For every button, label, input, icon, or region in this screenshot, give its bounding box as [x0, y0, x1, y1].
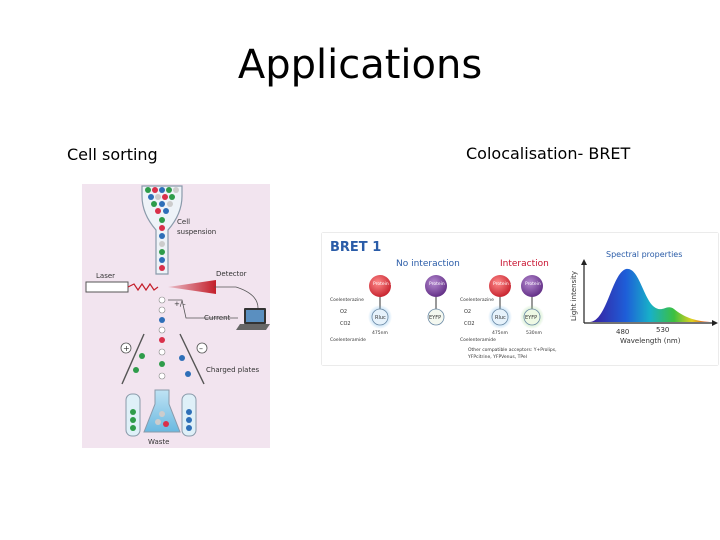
label-suspension: suspension — [177, 228, 216, 236]
label-plus: + — [123, 344, 130, 353]
label-peak-530: 530 — [656, 326, 669, 334]
collection-tube-right — [181, 393, 197, 437]
label-peak-480: 480 — [616, 328, 629, 336]
bret-title: BRET 1 — [330, 240, 381, 255]
label-rluc-interaction: Rluc — [495, 315, 506, 321]
suspended-cells — [145, 187, 179, 271]
label-spectral-properties: Spectral properties — [606, 250, 682, 259]
label-laser: Laser — [96, 272, 115, 280]
label-475nm-interaction: 475nm — [492, 330, 508, 336]
label-acceptors-note-1: Other compatible acceptors: Y+Prolips, — [468, 347, 557, 353]
label-co2: CO2 — [340, 321, 351, 327]
cell-sorting-figure: Cell suspension Laser Detector +/– Curre… — [85, 185, 270, 446]
label-coelenterazine-interaction: Coelenterazine — [460, 297, 494, 303]
label-acceptors-note-2: YFPcitrine, YFPVenus, TPel — [467, 354, 527, 360]
label-minus: – — [199, 344, 203, 353]
label-protein-x-interaction: Protein X — [493, 281, 513, 287]
detector-cable — [235, 286, 259, 309]
label-cell: Cell — [177, 218, 190, 226]
protein-x-ball-interaction — [489, 275, 511, 297]
label-rluc: Rluc — [375, 315, 386, 321]
waste-flask — [143, 389, 181, 433]
current-wire — [168, 299, 238, 319]
label-530nm-interaction: 530nm — [526, 330, 542, 336]
label-plus-minus: +/– — [174, 300, 186, 308]
protein-y-ball — [425, 275, 447, 297]
collection-tube-left — [125, 393, 141, 437]
no-interaction-group: Protein X Protein Y Rluc EYFP Coelentera… — [330, 275, 449, 343]
laser-beam — [127, 282, 159, 292]
rluc-ball — [371, 308, 389, 326]
eyfp-ball — [427, 308, 445, 326]
label-detector: Detector — [216, 270, 247, 278]
label-coelenteramide-interaction: Coelenteramide — [460, 337, 496, 343]
interaction-group: Protein X Protein Y Rluc EYFP Coelentera… — [460, 275, 557, 360]
droplet-stream — [158, 296, 166, 380]
label-charged-plates: Charged plates — [206, 366, 260, 374]
slide-title: Applications — [237, 42, 483, 88]
detector-beam — [168, 280, 216, 294]
label-wavelength-axis: Wavelength (nm) — [620, 337, 681, 345]
plate-negative — [179, 333, 205, 385]
label-interaction: Interaction — [500, 259, 549, 269]
protein-x-ball — [369, 275, 391, 297]
label-eyfp-interaction: EYFP — [525, 315, 537, 321]
rluc-ball-interaction — [491, 308, 509, 326]
label-protein-y-interaction: Protein Y — [525, 281, 545, 287]
label-protein-y: Protein Y — [429, 281, 449, 287]
label-o2-interaction: O2 — [464, 309, 471, 315]
cell-sorting-diagram: Cell suspension Laser Detector +/– Curre… — [82, 184, 270, 448]
label-coelenterazine: Coelenterazine — [330, 297, 364, 303]
spectral-plot: Spectral properties Light intensity 480 … — [570, 250, 718, 345]
label-protein-x: Protein X — [373, 281, 393, 287]
laptop-icon — [236, 308, 270, 330]
label-co2-interaction: CO2 — [464, 321, 475, 327]
label-no-interaction: No interaction — [396, 259, 460, 269]
bret-diagram: BRET 1 No interaction Interaction Protei… — [322, 233, 718, 365]
label-coelenteramide: Coelenteramide — [330, 337, 366, 343]
plate-positive — [121, 333, 145, 385]
caption-bret: Colocalisation- BRET — [466, 144, 631, 163]
caption-cell-sorting: Cell sorting — [67, 145, 158, 164]
label-waste: Waste — [148, 438, 169, 446]
eyfp-ball-interaction — [523, 308, 541, 326]
label-475nm: 475nm — [372, 330, 388, 336]
laser-source — [85, 281, 129, 293]
bret-figure: BRET 1 No interaction Interaction Protei… — [330, 240, 718, 360]
emission-spectrum — [590, 268, 710, 322]
protein-y-ball-interaction — [521, 275, 543, 297]
label-eyfp: EYFP — [429, 315, 441, 321]
label-o2: O2 — [340, 309, 347, 315]
label-light-intensity: Light intensity — [570, 271, 578, 321]
